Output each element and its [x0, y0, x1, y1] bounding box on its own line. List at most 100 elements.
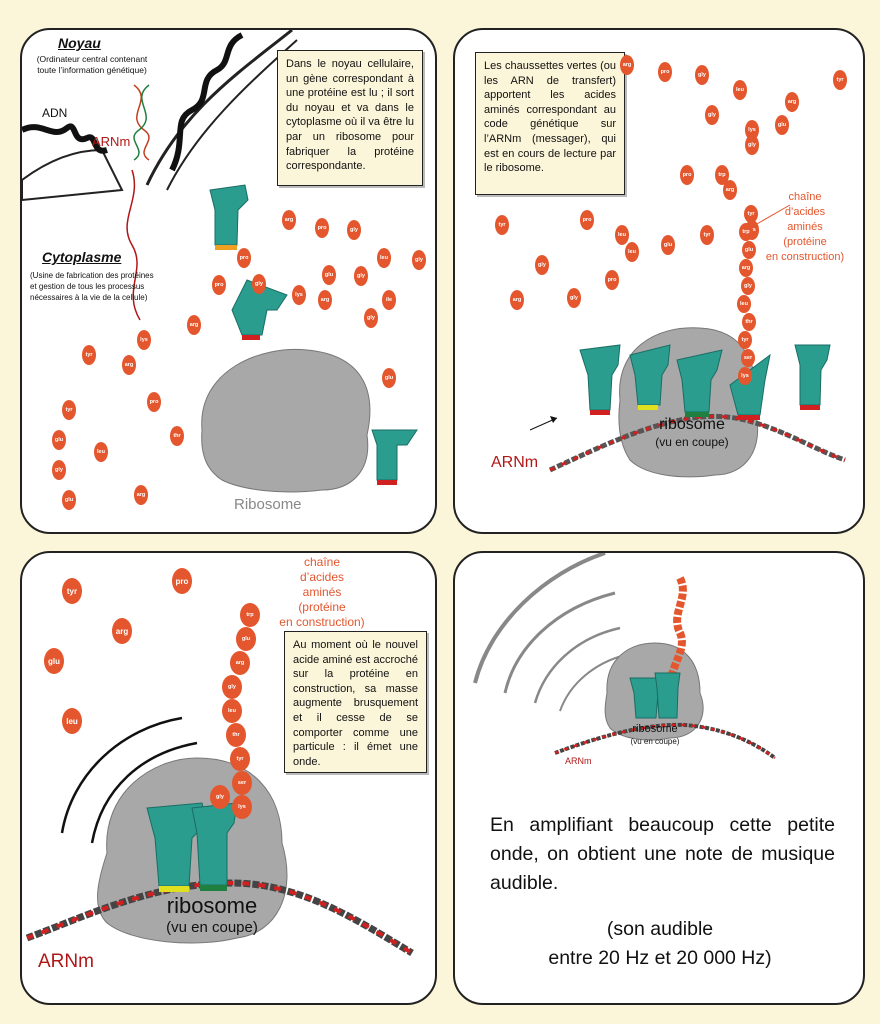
panel1-illustration: [22, 30, 418, 493]
ribosome-icon: [201, 348, 371, 493]
amino-acid-ile: ile: [382, 290, 396, 310]
ribosome-subtitle: (vu en coupe): [655, 435, 729, 449]
amino-acid-glu: glu: [62, 490, 76, 510]
noyau-description: (Ordinateur central contenant toute l’in…: [36, 54, 148, 75]
chain-label: chaîne d’acides aminés (protéine en cons…: [765, 191, 845, 263]
amino-acid-gly: gly: [347, 220, 361, 240]
chain-amino-acid-ser: ser: [232, 771, 252, 795]
trna-sock: [729, 353, 771, 420]
panel2-illustration: [529, 204, 846, 478]
trna-sock: [676, 349, 723, 417]
amino-acid-pro: pro: [580, 210, 594, 230]
amino-acid-glu: glu: [322, 265, 336, 285]
amino-acid-gly: gly: [354, 266, 368, 286]
chain-amino-acid-lys: lys: [738, 367, 752, 385]
chain-amino-acid-tyr: tyr: [744, 205, 758, 223]
chain-amino-acid-trp: trp: [240, 603, 260, 627]
amino-acid-lys: lys: [292, 285, 306, 305]
ribosome-label: ribosome: [166, 893, 258, 918]
amino-acid-glu: glu: [661, 235, 675, 255]
amino-acid-gly: gly: [567, 288, 581, 308]
wave-arc: [60, 716, 183, 834]
nucleus-membrane-right: [145, 30, 293, 186]
chain-amino-acid-gly: gly: [741, 277, 755, 295]
wave-arc: [90, 741, 198, 844]
chain-amino-acid-lys: lys: [232, 795, 252, 819]
trna-sock-3: [371, 429, 418, 485]
amino-acid-tyr: tyr: [495, 215, 509, 235]
amino-acid-pro: pro: [680, 165, 694, 185]
amino-acid-arg: arg: [785, 92, 799, 112]
noyau-title: Noyau: [58, 35, 101, 51]
amino-acid-leu: leu: [377, 248, 391, 268]
ribosome-label: ribosome: [632, 723, 678, 735]
trna-sock-2: [231, 279, 288, 340]
adn-label: ADN: [42, 106, 68, 120]
amino-acid-tyr: tyr: [82, 345, 96, 365]
chain-label: chaîne d’acides aminés (protéine en cons…: [279, 555, 365, 629]
amino-acid-leu: leu: [625, 242, 639, 262]
dna-chromatin-left: [22, 123, 108, 154]
arnm-label: ARNm: [92, 134, 131, 149]
amino-acid-pro: pro: [237, 248, 251, 268]
chain-amino-acid-tyr: tyr: [230, 747, 250, 771]
amino-acid-leu: leu: [733, 80, 747, 100]
chain-amino-acid-thr: thr: [742, 313, 756, 331]
ribosome-subtitle: (vu en coupe): [166, 919, 258, 936]
amino-acid-leu: leu: [94, 442, 108, 462]
ribosome-subtitle: (vu en coupe): [630, 737, 680, 746]
chain-amino-acid-thr: thr: [226, 723, 246, 747]
amino-acid-gly: gly: [412, 250, 426, 270]
panel4-illustration: [473, 553, 777, 760]
amino-acid-leu: leu: [62, 708, 82, 734]
amino-acid-arg: arg: [187, 315, 201, 335]
amino-acid-gly: gly: [695, 65, 709, 85]
wave-arc: [559, 654, 626, 712]
explanation-note: Au moment où le nouvel acide aminé est a…: [284, 631, 427, 773]
trna-sock-1: [209, 184, 249, 250]
amino-acid-arg: arg: [723, 180, 737, 200]
amino-acid-pro: pro: [172, 568, 192, 594]
amino-acid-trp: trp: [715, 165, 729, 185]
panel-translation: Les chaussettes vertes (ou les ARN de tr…: [453, 28, 865, 534]
explanation-note: Dans le noyau cellulaire, un gène corres…: [277, 50, 423, 186]
amino-acid-tyr: tyr: [833, 70, 847, 90]
explanation-note: Les chaussettes vertes (ou les ARN de tr…: [475, 52, 625, 195]
amino-acid-glu: glu: [775, 115, 789, 135]
amino-acid-gly: gly: [745, 135, 759, 155]
nucleus-membrane-left: [22, 148, 124, 202]
amino-acid-pro: pro: [658, 62, 672, 82]
amino-acid-arg: arg: [134, 485, 148, 505]
chain-amino-acid-gly: gly: [210, 785, 230, 809]
arnm-label: ARNm: [491, 454, 539, 471]
amino-acid-chain: [666, 576, 687, 684]
chain-amino-acid-leu: leu: [737, 295, 751, 313]
amino-acid-glu: glu: [52, 430, 66, 450]
trna-sock: [579, 344, 621, 415]
amino-acid-gly: gly: [364, 308, 378, 328]
cytoplasme-title: Cytoplasme: [42, 249, 122, 265]
amino-acid-lys: lys: [137, 330, 151, 350]
amino-acid-pro: pro: [147, 392, 161, 412]
chain-amino-acid-glu: glu: [742, 241, 756, 259]
chain-amino-acid-gly: gly: [222, 675, 242, 699]
amino-acid-arg: arg: [122, 355, 136, 375]
dna-chromatin-right: [169, 32, 244, 172]
panel-wave-emission: chaîne d’acides aminés (protéine en cons…: [20, 551, 437, 1005]
amino-acid-leu: leu: [615, 225, 629, 245]
amino-acid-tyr: tyr: [700, 225, 714, 245]
panel-nucleus-cytoplasm: Noyau (Ordinateur central contenant tout…: [20, 28, 437, 534]
ribosome-label: ribosome: [659, 416, 725, 433]
arnm-label: ARNm: [38, 951, 94, 972]
amino-acid-pro: pro: [605, 270, 619, 290]
chain-amino-acid-arg: arg: [739, 259, 753, 277]
chain-amino-acid-glu: glu: [236, 627, 256, 651]
chain-amino-acid-ser: ser: [741, 349, 755, 367]
dna-helix-icon: [133, 84, 150, 161]
chain-amino-acid-trp: trp: [739, 223, 753, 241]
amino-acid-arg: arg: [112, 618, 132, 644]
amino-acid-gly: gly: [535, 255, 549, 275]
panel-audible-note: ribosome (vu en coupe) ARNm En amplifian…: [453, 551, 865, 1005]
wave-arc: [533, 626, 621, 704]
chain-amino-acid-leu: leu: [222, 699, 242, 723]
